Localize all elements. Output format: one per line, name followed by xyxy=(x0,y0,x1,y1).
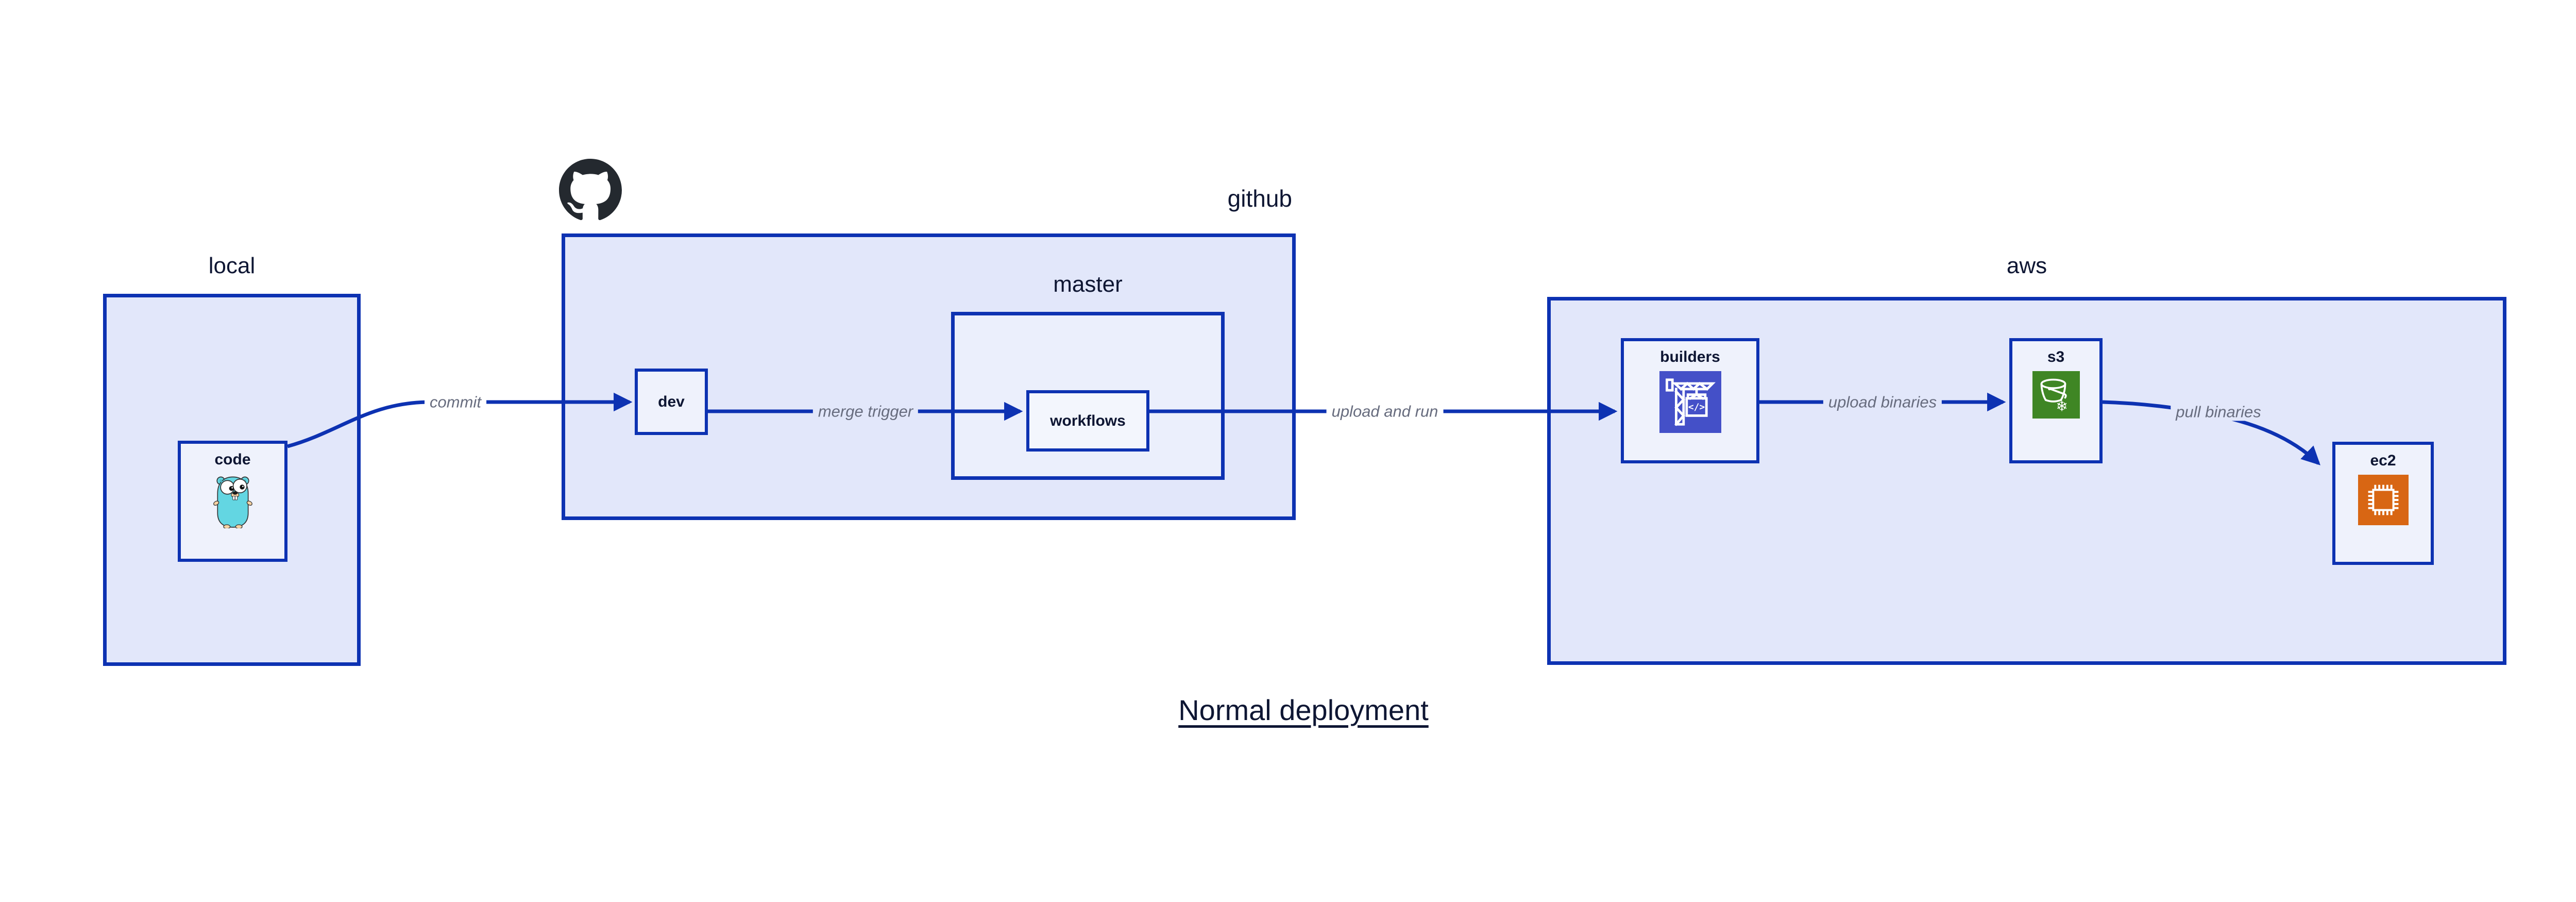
ec2-chip-icon xyxy=(2358,475,2409,525)
edge-label-upload-and-run: upload and run xyxy=(1326,402,1444,421)
s3-glacier-bucket-icon: ❄ xyxy=(2032,371,2080,419)
edge-label-upload-binaries: upload binaries xyxy=(1823,393,1942,411)
svg-text:</>: </> xyxy=(1688,402,1705,413)
container-github-label: github xyxy=(1227,185,1292,212)
edge-label-commit: commit xyxy=(425,393,486,411)
node-dev-label: dev xyxy=(658,393,685,410)
node-builders: builders </> xyxy=(1621,338,1759,463)
go-gopher-icon xyxy=(213,474,253,528)
svg-text:❄: ❄ xyxy=(2056,397,2067,414)
node-ec2: ec2 xyxy=(2332,442,2434,565)
node-dev: dev xyxy=(635,369,708,435)
codebuild-crane-icon: </> xyxy=(1659,371,1721,433)
node-s3: s3 ❄ xyxy=(2009,338,2103,463)
node-code: code xyxy=(178,441,287,562)
node-ec2-label: ec2 xyxy=(2370,452,2396,469)
edge-label-pull-binaries: pull binaries xyxy=(2171,403,2266,421)
edge-label-merge-trigger: merge trigger xyxy=(812,402,919,421)
node-s3-label: s3 xyxy=(2047,348,2065,365)
container-local-label: local xyxy=(208,253,256,278)
container-master-label: master xyxy=(1053,272,1123,297)
node-builders-label: builders xyxy=(1660,348,1720,365)
github-octocat-icon xyxy=(559,159,622,220)
diagram-title: Normal deployment xyxy=(1178,694,1429,726)
node-workflows-label: workflows xyxy=(1050,412,1126,429)
node-workflows: workflows xyxy=(1026,390,1149,452)
container-aws-label: aws xyxy=(2006,253,2047,278)
node-code-label: code xyxy=(214,451,251,468)
